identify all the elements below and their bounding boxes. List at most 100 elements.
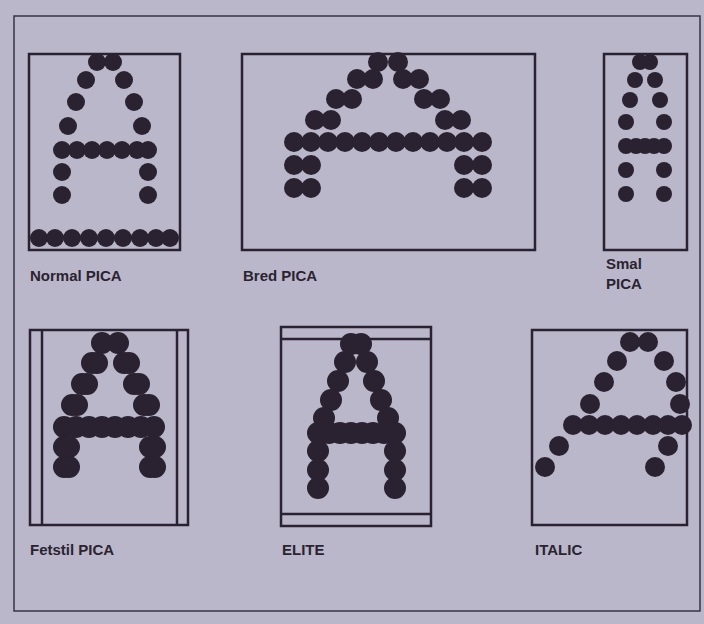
dot <box>118 352 140 374</box>
dot <box>104 53 122 71</box>
letter-frame <box>604 54 687 250</box>
dot <box>638 332 658 352</box>
letter-frame <box>30 330 188 525</box>
elite-dots <box>307 333 406 499</box>
dot <box>656 186 672 202</box>
dot <box>327 370 349 392</box>
dot <box>144 436 166 458</box>
font-label: ELITE <box>282 540 325 560</box>
dot <box>658 436 678 456</box>
dot <box>454 155 474 175</box>
dot <box>656 114 672 130</box>
dot <box>618 162 634 178</box>
letter-frame <box>242 54 535 250</box>
letter-frame <box>532 330 687 525</box>
dot <box>388 52 408 72</box>
font-label: Bred PICA <box>243 266 317 286</box>
dot <box>53 186 71 204</box>
dot <box>363 370 385 392</box>
dot <box>454 178 474 198</box>
dot <box>139 186 157 204</box>
dot <box>58 436 80 458</box>
dot <box>472 132 492 152</box>
letter-frame <box>281 327 431 526</box>
bred-pica-dots <box>284 52 492 198</box>
letter-frame <box>29 54 180 250</box>
dot <box>125 93 143 111</box>
dot <box>334 351 356 373</box>
dot <box>549 436 569 456</box>
dot <box>139 163 157 181</box>
dot <box>472 155 492 175</box>
dot <box>53 163 71 181</box>
dot <box>472 178 492 198</box>
dot <box>642 54 658 70</box>
dot <box>139 141 157 159</box>
dot <box>580 394 600 414</box>
smal-pica-dots <box>618 54 672 202</box>
dot <box>654 351 674 371</box>
dot <box>342 89 362 109</box>
figure-border <box>14 16 700 611</box>
dot <box>66 394 88 416</box>
dot <box>430 89 450 109</box>
dot <box>307 440 329 462</box>
frames <box>29 54 687 526</box>
dot <box>666 372 686 392</box>
dot <box>645 457 665 477</box>
dot <box>76 373 98 395</box>
dot <box>622 92 638 108</box>
dot <box>114 229 132 247</box>
dot <box>59 117 77 135</box>
dot <box>131 229 149 247</box>
dot <box>535 457 555 477</box>
dot <box>384 477 406 499</box>
fetstil-pica-dots <box>53 332 166 478</box>
italic-dots <box>535 332 692 477</box>
dot <box>115 71 133 89</box>
dot <box>307 477 329 499</box>
font-label: Fetstil PICA <box>30 540 114 560</box>
dot <box>451 110 471 130</box>
dot <box>594 372 614 392</box>
dot <box>138 394 160 416</box>
dot <box>301 178 321 198</box>
dot <box>384 440 406 462</box>
dot <box>672 415 692 435</box>
dot <box>128 373 150 395</box>
dot <box>80 229 98 247</box>
dot <box>454 132 474 152</box>
dot <box>77 71 95 89</box>
frame-line <box>176 330 179 525</box>
dot <box>607 351 627 371</box>
dot <box>67 93 85 111</box>
font-label: ITALIC <box>535 540 582 560</box>
dot <box>161 229 179 247</box>
dot <box>144 456 166 478</box>
dot <box>620 332 640 352</box>
dot <box>627 72 643 88</box>
dot <box>30 229 48 247</box>
dot <box>46 229 64 247</box>
dot <box>363 69 383 89</box>
dot <box>656 138 672 154</box>
dot <box>301 155 321 175</box>
font-label: Smal PICA <box>606 254 666 294</box>
dot <box>63 229 81 247</box>
dot <box>86 352 108 374</box>
dot <box>670 394 690 414</box>
dot <box>652 92 668 108</box>
dot <box>133 117 151 135</box>
dot <box>143 416 165 438</box>
frame-line <box>281 513 431 516</box>
dot <box>107 332 129 354</box>
dot <box>618 186 634 202</box>
dot <box>368 52 388 72</box>
normal-pica-dots <box>30 53 179 247</box>
frame-line <box>41 330 44 525</box>
dot <box>356 351 378 373</box>
dot <box>97 229 115 247</box>
dot <box>656 162 672 178</box>
font-label: Normal PICA <box>30 266 122 286</box>
